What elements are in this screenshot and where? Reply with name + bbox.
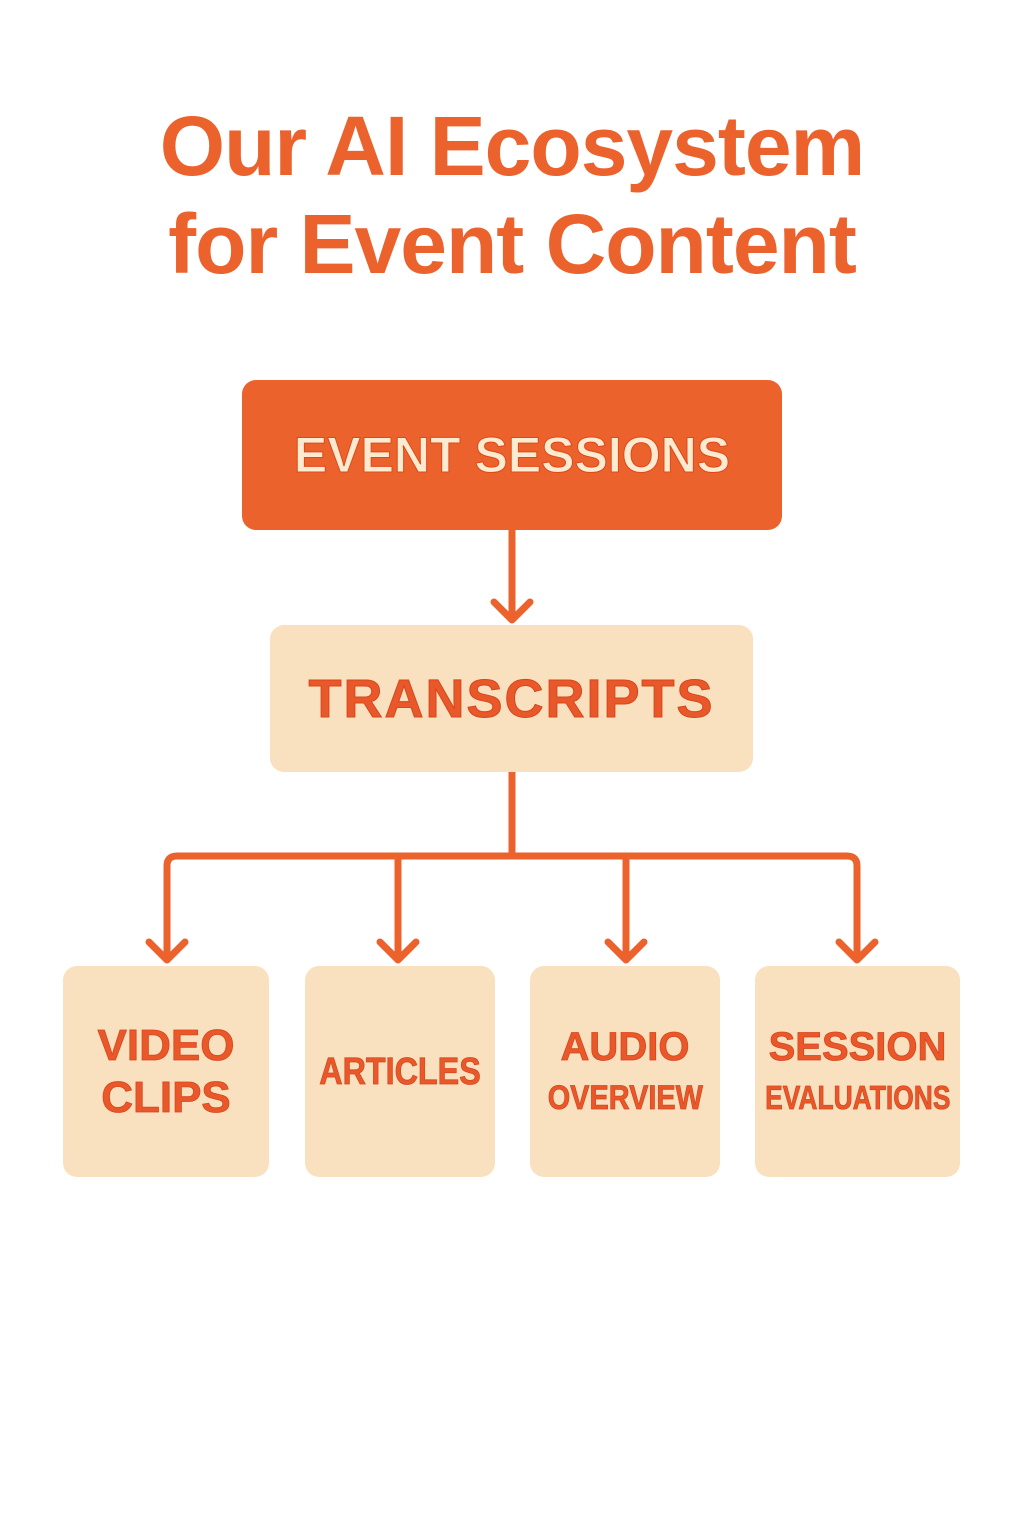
title-line-2: for Event Content (168, 197, 857, 291)
connector-branch (163, 852, 861, 962)
articles-node: ARTICLES (305, 966, 495, 1177)
event-sessions-node: EVENT SESSIONS (242, 380, 782, 530)
video-clips-node: VIDEO CLIPS (63, 966, 269, 1177)
session-evaluations-label-1: SESSION (768, 1024, 947, 1069)
video-clips-label-2: CLIPS (101, 1072, 231, 1122)
title-line-1: Our AI Ecosystem (159, 99, 865, 193)
session-evaluations-node: SESSION EVALUATIONS (755, 966, 960, 1177)
event-sessions-label: EVENT SESSIONS (293, 427, 731, 484)
arrowhead-video (145, 938, 189, 964)
arrowhead-audio (604, 938, 648, 964)
audio-overview-label-1: AUDIO (560, 1024, 690, 1069)
session-evaluations-label-2: EVALUATIONS (764, 1078, 951, 1116)
connector-root-to-transcripts (490, 526, 534, 624)
audio-overview-node: AUDIO OVERVIEW (530, 966, 720, 1177)
articles-label: ARTICLES (319, 1050, 481, 1093)
video-clips-label-1: VIDEO (97, 1020, 235, 1070)
transcripts-label: TRANSCRIPTS (308, 668, 715, 729)
audio-overview-label-2: OVERVIEW (547, 1078, 703, 1117)
arrowhead-articles (376, 938, 420, 964)
transcripts-node: TRANSCRIPTS (270, 625, 753, 772)
arrowhead-evaluations (835, 938, 879, 964)
